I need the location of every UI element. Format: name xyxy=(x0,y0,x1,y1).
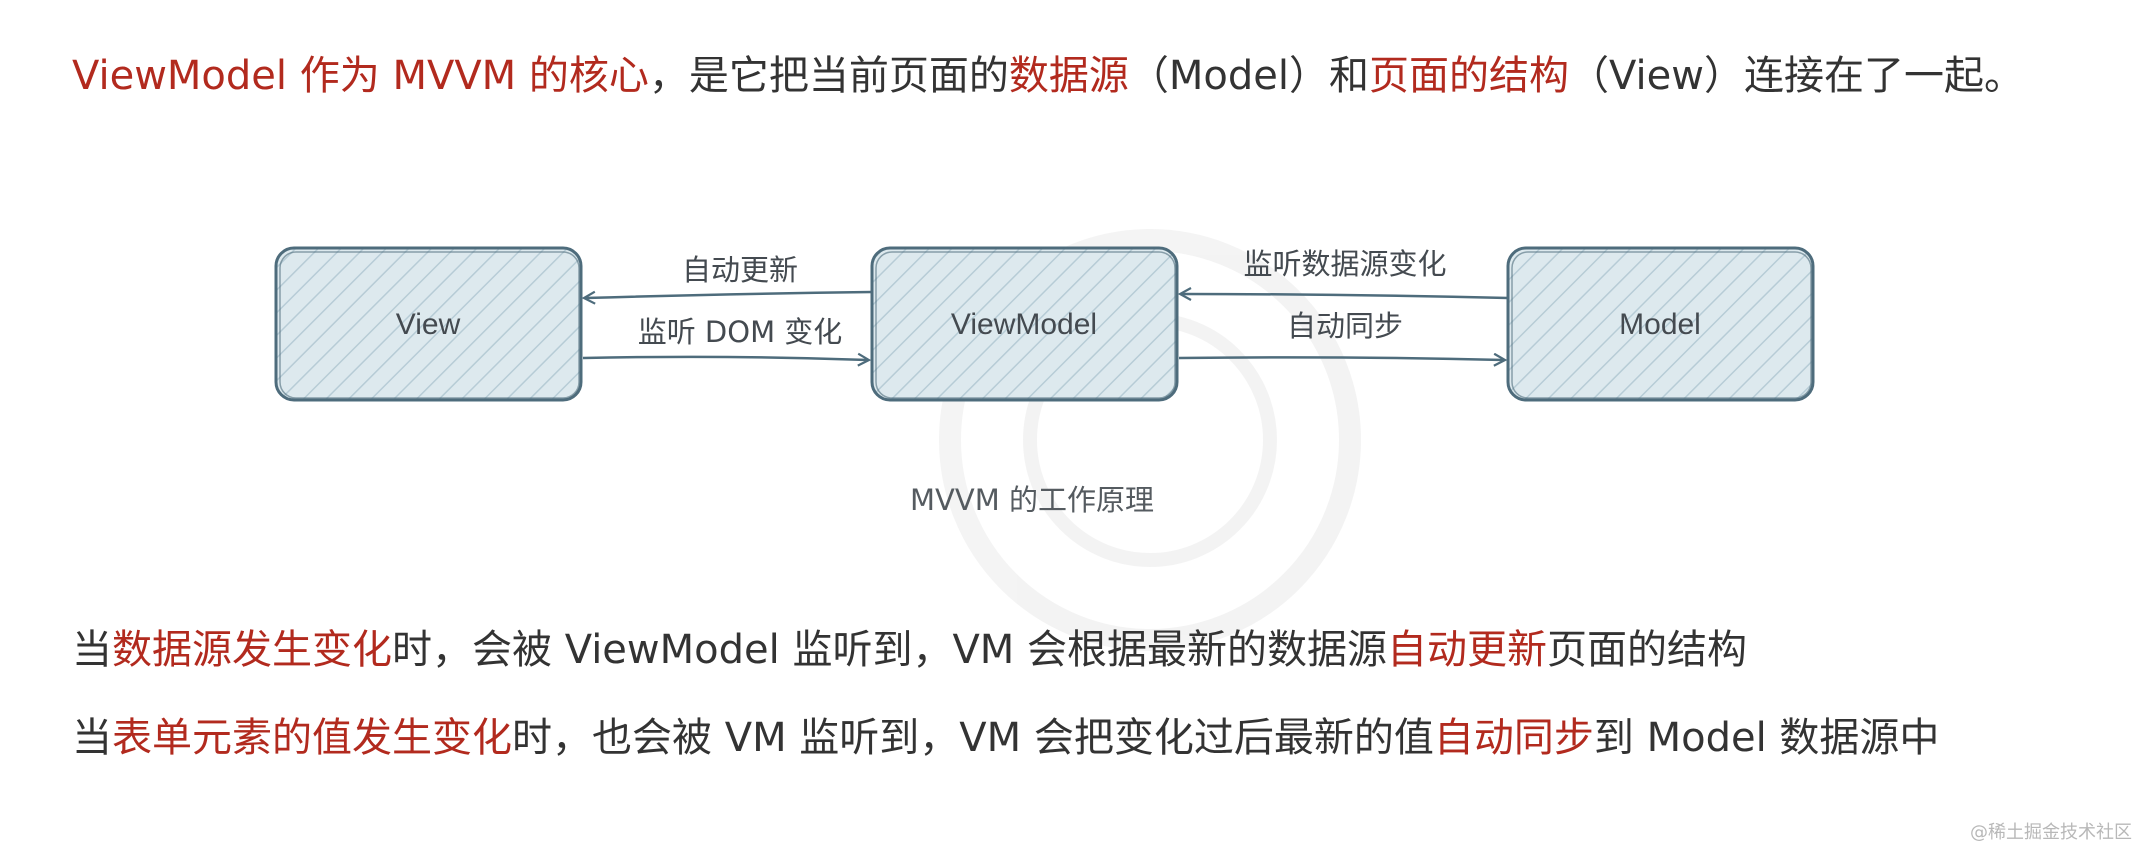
highlight-form-change: 表单元素的值发生变化 xyxy=(112,715,512,761)
edge-label-auto-update: 自动更新 xyxy=(682,253,798,287)
edge-vm-to-model: 自动同步 xyxy=(1178,309,1504,360)
text-segment: 到 Model 数据源中 xyxy=(1593,715,1940,761)
text-segment: 时，也会被 VM 监听到，VM 会把变化过后最新的值 xyxy=(512,715,1434,761)
edge-label-listen-dom: 监听 DOM 变化 xyxy=(638,315,843,349)
edge-view-to-vm: 监听 DOM 变化 xyxy=(582,315,868,360)
view-label: View xyxy=(396,308,461,341)
edge-vm-to-view: 自动更新 xyxy=(585,253,873,298)
viewmodel-label: ViewModel xyxy=(951,308,1097,341)
view-node: View xyxy=(274,246,583,402)
explanation-form-change: 当表单元素的值发生变化时，也会被 VM 监听到，VM 会把变化过后最新的值自动同… xyxy=(72,714,1939,762)
intro-highlight-core: ViewModel 作为 MVVM 的核心 xyxy=(72,53,649,99)
text-segment: 当 xyxy=(72,627,112,673)
intro-text: ViewModel 作为 MVVM 的核心，是它把当前页面的数据源（Model）… xyxy=(72,52,2024,100)
edge-label-auto-sync: 自动同步 xyxy=(1287,309,1403,343)
intro-highlight-structure: 页面的结构 xyxy=(1369,53,1570,99)
highlight-auto-sync: 自动同步 xyxy=(1433,715,1594,761)
text-segment: 时，会被 ViewModel 监听到，VM 会根据最新的数据源 xyxy=(392,627,1388,673)
intro-text-segment: （View）连接在了一起。 xyxy=(1569,53,2024,99)
site-watermark: @稀土掘金技术社区 xyxy=(1970,822,2132,843)
text-segment: 当 xyxy=(72,715,112,761)
diagram-caption: MVVM 的工作原理 xyxy=(910,483,1154,517)
intro-text-segment: ，是它把当前页面的 xyxy=(648,53,1009,99)
highlight-auto-update: 自动更新 xyxy=(1387,627,1548,673)
edge-label-listen-datasource: 监听数据源变化 xyxy=(1243,247,1446,281)
highlight-datasource-change: 数据源发生变化 xyxy=(112,627,392,673)
model-node: Model xyxy=(1506,246,1815,402)
explanation-datasource-change: 当数据源发生变化时，会被 ViewModel 监听到，VM 会根据最新的数据源自… xyxy=(72,626,1747,674)
text-segment: 页面的结构 xyxy=(1547,627,1748,673)
model-label: Model xyxy=(1619,308,1701,341)
viewmodel-node: ViewModel xyxy=(870,246,1179,402)
intro-highlight-datasource: 数据源 xyxy=(1008,53,1129,99)
intro-text-segment: （Model）和 xyxy=(1128,53,1370,99)
edge-model-to-vm: 监听数据源变化 xyxy=(1181,247,1509,298)
